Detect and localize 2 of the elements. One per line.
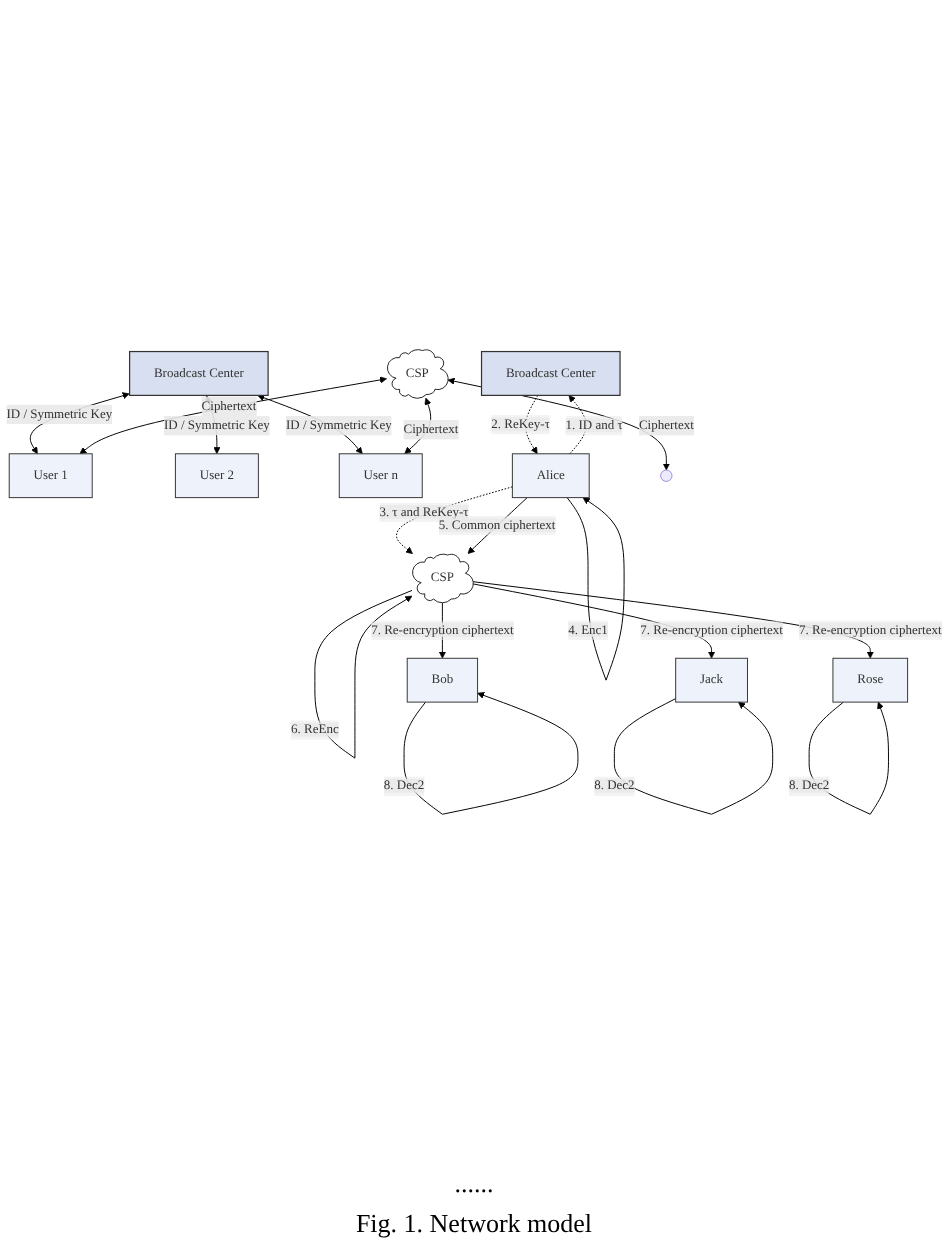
figure-caption: Fig. 1. Network model <box>355 1208 593 1240</box>
note-text: ...... <box>454 1168 494 1200</box>
